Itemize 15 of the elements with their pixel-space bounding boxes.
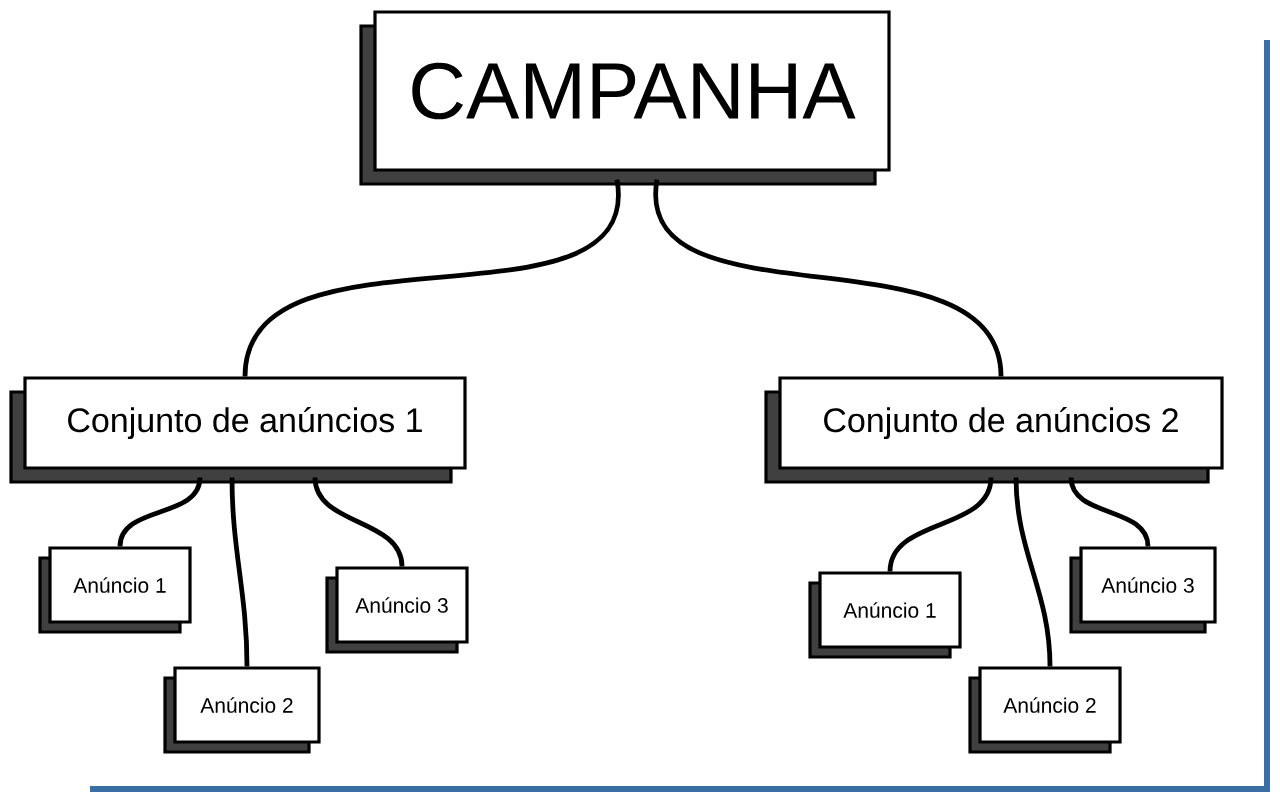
connector-line: [887, 477, 994, 572]
ad-box: Anúncio 1: [38, 546, 192, 634]
title-box: CAMPANHA: [359, 10, 891, 186]
ad-box: Anúncio 2: [163, 666, 321, 754]
set-box: Conjunto de anúncios 2: [764, 376, 1224, 484]
connector-line: [312, 477, 405, 567]
connector-line: [229, 477, 250, 667]
connector-line: [654, 179, 1004, 377]
ad-box: Anúncio 2: [968, 666, 1122, 754]
ad-box: Anúncio 1: [808, 571, 962, 659]
ad-box: Anúncio 3: [1069, 546, 1217, 634]
connector-line: [1013, 477, 1053, 667]
set-box: Conjunto de anúncios 1: [9, 376, 467, 484]
connector-line: [242, 179, 620, 377]
ad-box: Anúncio 3: [325, 566, 469, 654]
